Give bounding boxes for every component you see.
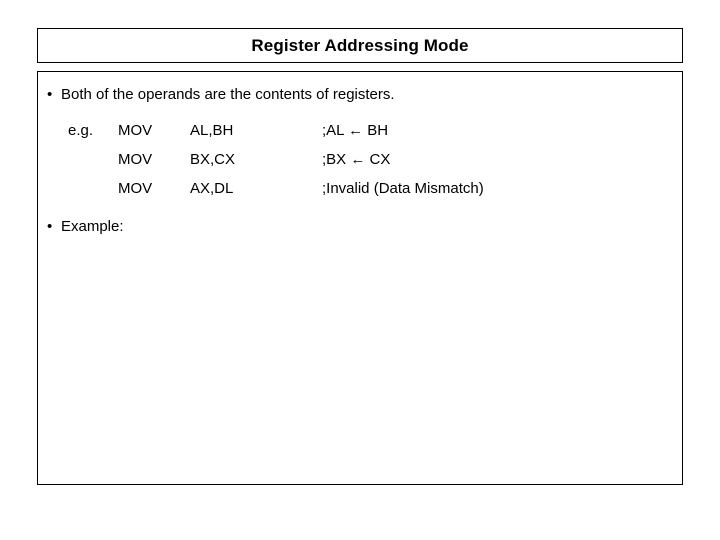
- code-comment: ;Invalid (Data Mismatch): [322, 180, 484, 197]
- code-example-block: e.g. MOV AL,BH ;AL ← BH MOV BX,CX ;BX ← …: [68, 123, 484, 210]
- code-operands: BX,CX: [190, 151, 236, 168]
- bullet-marker-icon: •: [47, 218, 53, 235]
- code-operands: AL,BH: [190, 122, 234, 139]
- code-mnemonic: MOV: [118, 151, 153, 168]
- bullet-label-operands: Both of the operands are the contents of…: [61, 86, 395, 103]
- slide-body-box: • Both of the operands are the contents …: [37, 71, 683, 485]
- bullet-marker-icon: •: [47, 86, 53, 103]
- page-title: Register Addressing Mode: [251, 36, 469, 55]
- code-row: e.g. MOV AL,BH ;AL ← BH: [68, 123, 484, 152]
- code-comment: ;AL ← BH: [322, 122, 389, 139]
- code-mnemonic: MOV: [118, 122, 153, 139]
- bullet-item-example: • Example:: [47, 219, 124, 234]
- slide-title-box: Register Addressing Mode: [37, 28, 683, 63]
- code-row: MOV BX,CX ;BX ← CX: [68, 152, 484, 181]
- bullet-item-operands: • Both of the operands are the contents …: [47, 87, 395, 102]
- bullet-label-example: Example:: [61, 218, 124, 235]
- code-eg-label: e.g.: [68, 122, 94, 139]
- code-operands: AX,DL: [190, 180, 234, 197]
- code-mnemonic: MOV: [118, 180, 153, 197]
- code-comment: ;BX ← CX: [322, 151, 391, 168]
- code-row: MOV AX,DL ;Invalid (Data Mismatch): [68, 181, 484, 210]
